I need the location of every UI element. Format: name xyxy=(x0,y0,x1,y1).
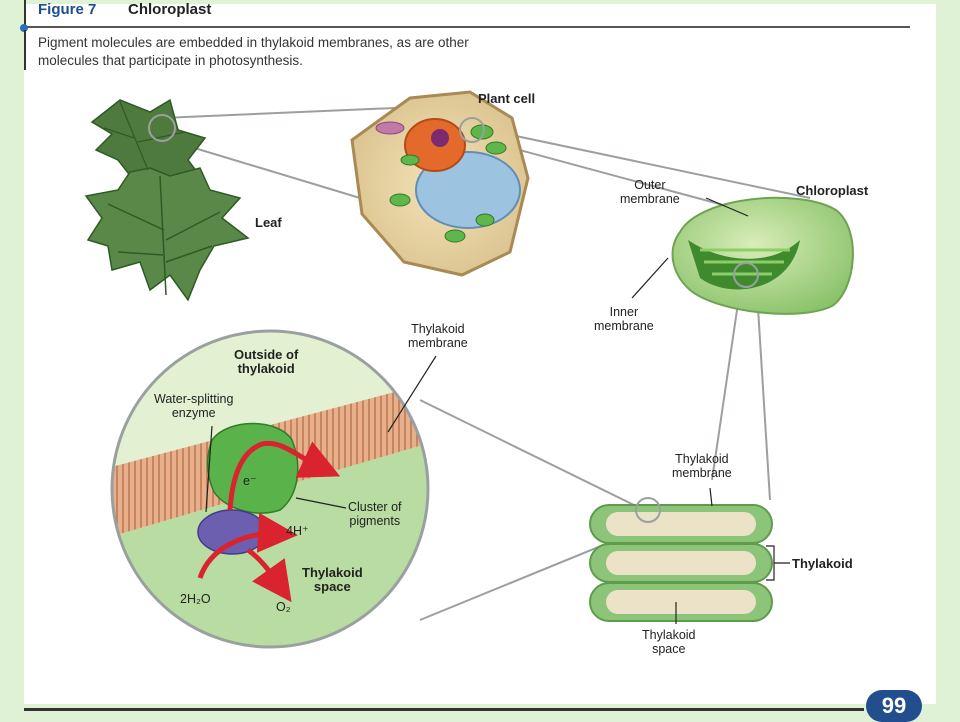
thylakoid-disc-bottom xyxy=(589,582,773,622)
protons-label: 4H⁺ xyxy=(286,524,309,538)
thylakoid-membrane-label-right: Thylakoid membrane xyxy=(672,452,732,480)
chloroplast-label: Chloroplast xyxy=(796,183,869,198)
thylakoid-disc-top xyxy=(589,504,773,544)
caption-line-2: molecules that participate in photosynth… xyxy=(38,53,303,68)
caption-line-1: Pigment molecules are embedded in thylak… xyxy=(38,35,469,50)
caption-bar xyxy=(24,30,26,70)
chloroplast-magnifier-circle xyxy=(733,262,759,288)
outside-thylakoid-label: Outside of thylakoid xyxy=(234,347,299,376)
water-splitting-enzyme-label: Water-splitting enzyme xyxy=(154,392,234,420)
electron-label: e⁻ xyxy=(243,474,257,488)
thylakoid-space-bottom-label: Thylakoid space xyxy=(642,628,696,656)
thylakoid-space-inner-label: Thylakoid space xyxy=(302,565,363,594)
leaf-magnifier-circle xyxy=(148,114,176,142)
figure-number: Figure 7 xyxy=(38,1,97,18)
thylakoid-membrane-label-upper: Thylakoid membrane xyxy=(408,322,468,350)
chloroplast-illustration xyxy=(671,196,854,315)
thylakoid-stack xyxy=(589,504,773,622)
cluster-of-pigments-label: Cluster of pigments xyxy=(348,500,402,528)
figure-caption: Pigment molecules are embedded in thylak… xyxy=(38,34,598,70)
leader-lines xyxy=(205,197,790,624)
page-number-badge: 99 xyxy=(866,690,922,722)
inner-membrane-label: Inner membrane xyxy=(594,305,654,333)
header-bar xyxy=(24,0,910,28)
plant-cell-label: Plant cell xyxy=(478,91,536,106)
magnified-membrane-circle xyxy=(110,329,430,649)
thylakoid-label: Thylakoid xyxy=(792,556,853,571)
connector-lines xyxy=(161,107,811,621)
oxygen-label: O₂ xyxy=(276,600,291,614)
figure-title: Chloroplast xyxy=(128,1,212,18)
footer-rule xyxy=(24,708,864,711)
outer-membrane-label: Outer membrane xyxy=(620,178,680,206)
leaf-label: Leaf xyxy=(255,215,282,230)
cell-magnifier-circle xyxy=(459,117,485,143)
thylakoid-disc-middle xyxy=(589,543,773,583)
bullet-dot-icon xyxy=(20,24,28,32)
thylakoid-magnifier-circle xyxy=(635,497,661,523)
plant-cell-illustration xyxy=(350,90,530,277)
water-label: 2H₂O xyxy=(180,592,211,606)
leaf-illustration xyxy=(84,98,250,302)
